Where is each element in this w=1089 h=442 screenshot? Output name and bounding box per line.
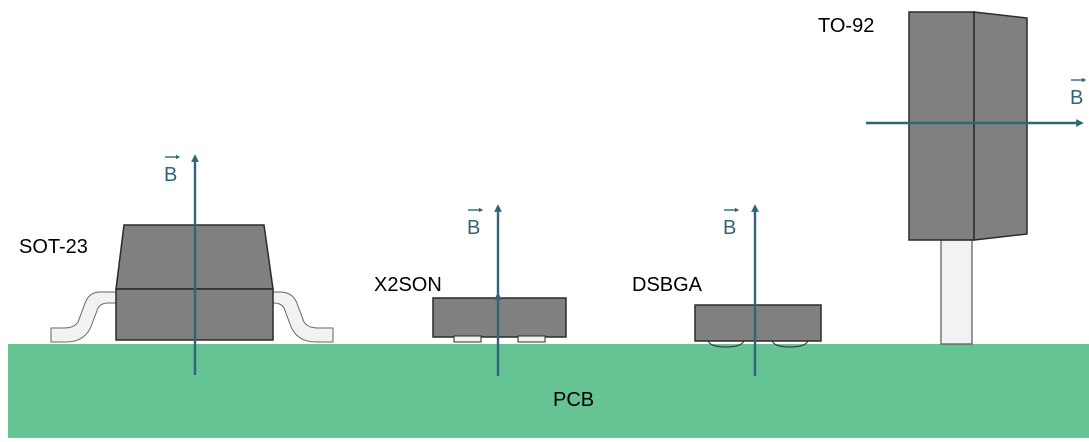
- x2son-right-pad: [517, 335, 546, 343]
- field-symbol-label: B: [1070, 87, 1083, 109]
- pcb-board: [8, 344, 1089, 438]
- to92-body-front: [908, 11, 975, 241]
- x2son-label: X2SON: [374, 274, 442, 296]
- pcb-label: PCB: [553, 389, 594, 411]
- to92-field-symbol: B: [1070, 77, 1087, 109]
- to92-body-side: [973, 11, 1028, 241]
- dsbga-field-symbol: B: [723, 207, 740, 239]
- to92-lead: [940, 239, 973, 345]
- sot23-right-lead: [269, 291, 334, 343]
- x2son-body: [432, 297, 567, 338]
- dsbga-left-ball: [707, 340, 745, 348]
- x2son-field-symbol: B: [467, 207, 484, 239]
- x2son-left-pad: [453, 335, 482, 343]
- dsbga-package: DSBGA B: [632, 204, 822, 376]
- dsbga-right-ball: [771, 340, 809, 348]
- field-symbol-label: B: [723, 217, 736, 239]
- sot23-field-symbol: B: [164, 154, 181, 186]
- to92-package: TO-92 B: [818, 11, 1087, 345]
- sot23-label: SOT-23: [19, 236, 88, 258]
- sot23-left-lead: [50, 291, 121, 343]
- field-symbol-label: B: [467, 217, 480, 239]
- field-symbol-label: B: [164, 164, 177, 186]
- x2son-package: X2SON B: [374, 204, 567, 376]
- dsbga-body: [694, 304, 822, 342]
- sot23-package: SOT-23 B: [19, 154, 334, 375]
- dsbga-label: DSBGA: [632, 274, 703, 296]
- to92-label: TO-92: [818, 15, 874, 37]
